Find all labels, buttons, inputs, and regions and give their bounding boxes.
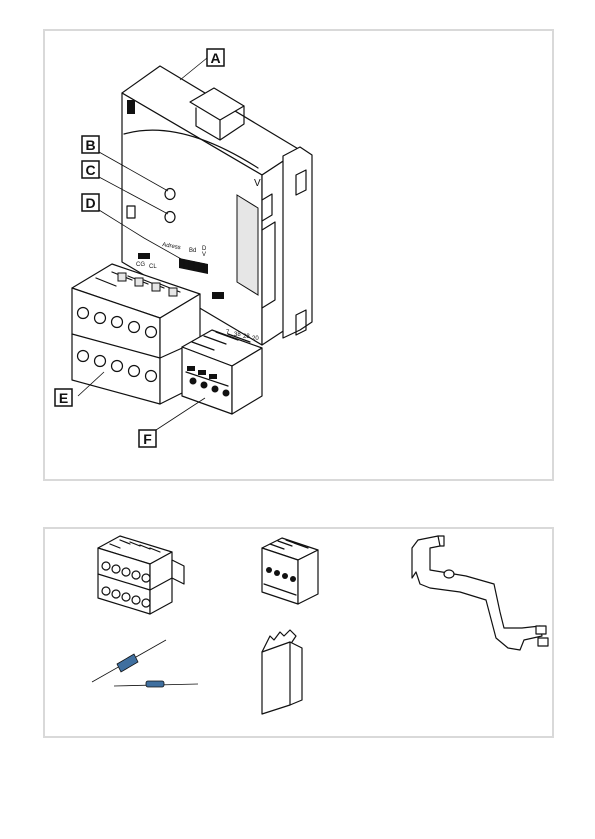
accessory-booklet [262,630,302,714]
label-cl: CL [149,264,157,270]
callout-d: D [82,194,99,211]
accessory-resistors [92,640,198,687]
svg-text:E: E [59,390,68,406]
svg-text:B: B [85,137,95,153]
svg-text:F: F [143,431,152,447]
callout-e: E [55,389,72,406]
accessory-mounting-bracket [412,536,548,650]
svg-text:A: A [210,50,220,66]
callout-f: F [139,430,156,447]
callout-c: C [82,161,99,178]
label-dip-v: V [202,252,206,258]
svg-text:C: C [85,162,95,178]
callout-b: B [82,136,99,153]
v-marking: V [254,178,261,189]
terminal-28: 28 [243,334,250,340]
accessory-4-pole-plug [262,538,318,604]
connector-4-pole[interactable] [182,330,262,414]
svg-text:D: D [85,195,95,211]
label-bd: Bd [189,248,196,254]
terminal-20: 20 [252,336,259,342]
callout-a: A [207,49,224,66]
label-cg: CG [136,262,145,268]
accessory-10-pole-plug [98,536,184,614]
leader-a [180,58,207,80]
